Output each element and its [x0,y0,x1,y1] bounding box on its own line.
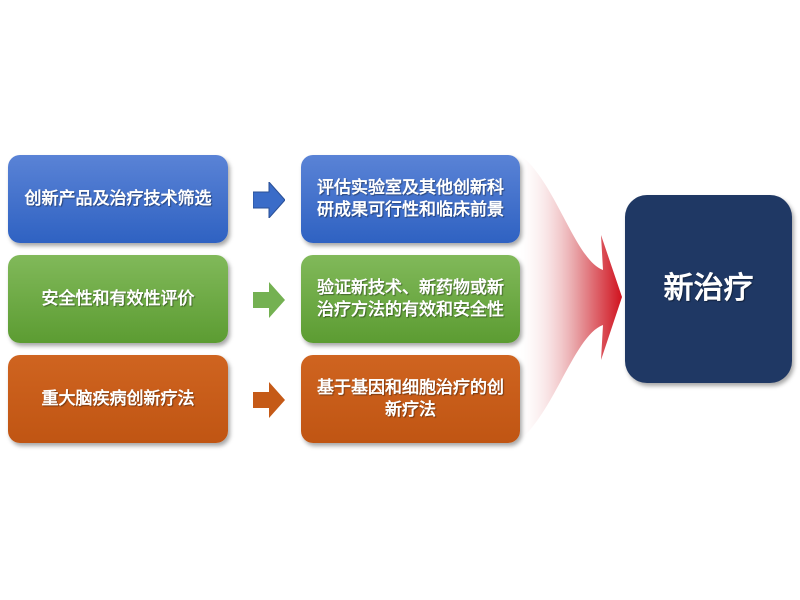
middle-box-label: 评估实验室及其他创新科研成果可行性和临床前景 [317,178,504,220]
left-box-label: 创新产品及治疗技术筛选 [24,189,212,209]
middle-box-label: 验证新技术、新药物或新治疗方法的有效和安全性 [317,278,504,320]
left-box-label: 安全性和有效性评价 [41,289,195,309]
converging-funnel-arrow [520,155,622,440]
new-treatment-box: 新治疗 [625,195,792,383]
left-box-label: 重大脑疾病创新疗法 [41,389,195,409]
middle-box-gene-cell-therapy: 基于基因和细胞治疗的创新疗法 [301,355,520,443]
middle-box-validation: 验证新技术、新药物或新治疗方法的有效和安全性 [301,255,520,343]
left-box-screening: 创新产品及治疗技术筛选 [8,155,228,243]
right-arrow-icon [253,382,285,418]
right-arrow-icon [253,182,285,218]
left-box-evaluation: 安全性和有效性评价 [8,255,228,343]
middle-box-assessment: 评估实验室及其他创新科研成果可行性和临床前景 [301,155,520,243]
left-box-brain-disease: 重大脑疾病创新疗法 [8,355,228,443]
right-arrow-icon [253,282,285,318]
new-treatment-label: 新治疗 [663,271,754,306]
middle-box-label: 基于基因和细胞治疗的创新疗法 [317,378,504,420]
